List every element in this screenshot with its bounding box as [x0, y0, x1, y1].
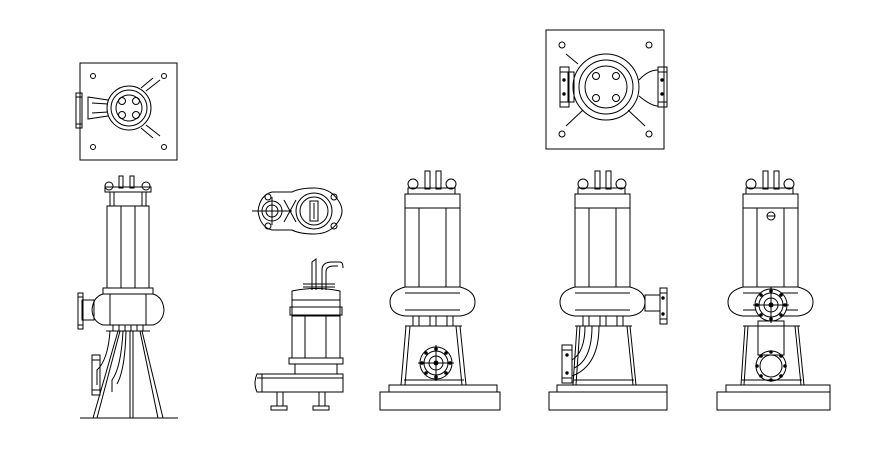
pump-b-elevation [254, 258, 344, 411]
pump-a-elevation [77, 175, 178, 419]
pump-a-plan-view [75, 62, 178, 161]
pump-c-elevation [379, 170, 501, 411]
pump-d-plan-view [545, 29, 668, 150]
pump-e-elevation [716, 170, 831, 411]
pump-d-elevation [548, 170, 668, 411]
pump-b-plan-view [252, 187, 343, 235]
